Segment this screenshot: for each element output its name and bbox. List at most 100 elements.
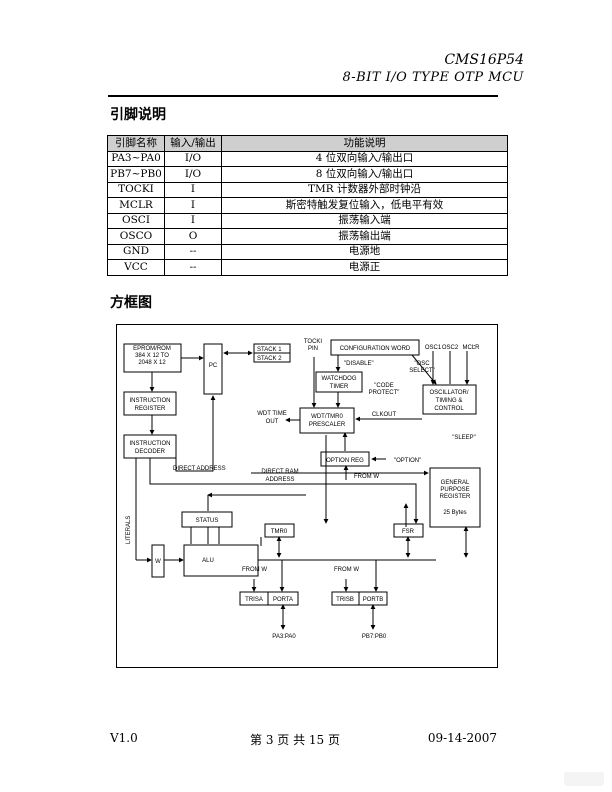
header-function: 功能说明 [221,135,508,152]
alu-shape [183,544,259,577]
footer-page: 第 3 页 共 15 页 [250,733,340,747]
pin-function: 电源正 [221,259,508,276]
oscillator-label: TIMING & [436,398,463,404]
eprom-label: 2048 X 12 [138,360,166,366]
gpr-size-label: 25 Bytes [443,510,466,516]
pin-name: PA3~PA0 [107,150,165,167]
gpr-label: GENERAL [441,480,470,486]
pin-function: 电源地 [221,243,508,260]
stack1-label: STACK 1 [257,347,282,353]
header-io: 输入/输出 [164,135,222,152]
section-title-pins: 引脚说明 [110,107,166,123]
instr-register-box [123,391,177,416]
pin-io: -- [164,259,222,276]
pa-pins-label: PA3:PA0 [272,634,296,640]
table-row: GND--电源地 [107,243,508,260]
header-subtitle: 8-BIT I/O TYPE OTP MCU [342,70,524,85]
direct-ram-label: ADDRESS [265,477,294,483]
header-pin-name: 引脚名称 [107,135,165,152]
code-protect-label: PROTECT" [369,390,400,396]
osc-select-label: SELECT" [409,368,434,374]
wdt-prescaler-box [299,407,355,434]
trisb-label: TRISB [336,597,354,603]
pin-function: 斯密特触发复位输入，低电平有效 [221,197,508,214]
block-diagram: EPROM/ROM 384 X 12 TO 2048 X 12 PC STACK… [116,324,498,668]
w-box [151,544,165,578]
config-word-box [330,339,420,356]
status-box [181,511,233,528]
pin-io: I [164,181,222,198]
mclr-pin-label: MCLR [462,345,480,351]
pin-name: GND [107,243,165,260]
pin-function: 4 位双向输入/输出口 [221,150,508,167]
pin-name: MCLR [107,197,165,214]
pb-pins-label: PB7:PB0 [362,634,387,640]
footer-date: 09-14-2007 [427,731,497,745]
portb-label: PORTB [363,597,384,603]
instr-register-label: INSTRUCTION [130,398,171,404]
sleep-label: "SLEEP" [452,435,476,441]
pin-name: VCC [107,259,165,276]
pin-table-header: 引脚名称 输入/输出 功能说明 [107,135,508,152]
pin-function: TMR 计数器外部时钟沿 [221,181,508,198]
osc-select-label: "OSC [414,361,430,367]
table-row: VCC--电源正 [107,259,508,276]
pin-io: I [164,197,222,214]
footer-version: V1.0 [110,731,138,745]
watchdog-label: TIMER [330,384,349,390]
instr-decoder-label: INSTRUCTION [130,441,171,447]
from-w-b-label: FROM W [334,567,359,573]
oscillator-label: CONTROL [434,406,464,412]
gpr-label: REGISTER [440,494,471,500]
tocki-pin-label: PIN [308,346,318,352]
osc1-pin-label: OSC1 [425,345,442,351]
direct-ram-label: DIRECT RAM [261,469,298,475]
option-label: "OPTION" [394,458,421,464]
pc-box [203,343,223,395]
from-w-top-label: FROM W [354,474,379,480]
direct-address-label: DIRECT ADDRESS [173,466,226,472]
alu-label: ALU [202,558,214,564]
watchdog-box [315,371,363,393]
porta-label: PORTA [273,597,293,603]
watchdog-label: WATCHDOG [322,376,357,382]
wdt-timeout-label: WDT TIME [257,411,286,417]
pin-name: TOCKI [107,181,165,198]
status-label: STATUS [196,518,219,524]
pin-io: I/O [164,150,222,167]
pin-function: 8 位双向输入/输出口 [221,166,508,183]
w-label: W [155,559,161,565]
option-reg-label: OPTION REG [326,458,364,464]
section-title-diagram: 方框图 [110,295,152,311]
fsr-label: FSR [402,529,415,535]
gpr-box [429,467,481,528]
code-protect-label: "CODE [374,383,393,389]
stack2-label: STACK 2 [257,356,282,362]
config-word-label: CONFIGURATION WORD [340,346,411,352]
watermark [564,772,604,786]
literals-label: LITERALS [126,516,132,544]
pin-io: O [164,228,222,245]
pin-io: I/O [164,166,222,183]
pin-function: 振荡输入端 [221,212,508,229]
header-rule [108,95,498,97]
tocki-pin-label: TOCKI [304,339,323,345]
eprom-label: EPROM/ROM [133,346,171,352]
pc-label: PC [209,363,218,369]
pin-name: OSCO [107,228,165,245]
header-model: CMS16P54 [444,52,524,68]
pin-io: I [164,212,222,229]
clkout-label: CLKOUT [372,412,397,418]
instr-decoder-label: DECODER [135,449,166,455]
osc2-pin-label: OSC2 [442,345,459,351]
trisa-label: TRISA [245,597,263,603]
oscillator-box [422,384,477,415]
eprom-label: 384 X 12 TO [135,353,169,359]
